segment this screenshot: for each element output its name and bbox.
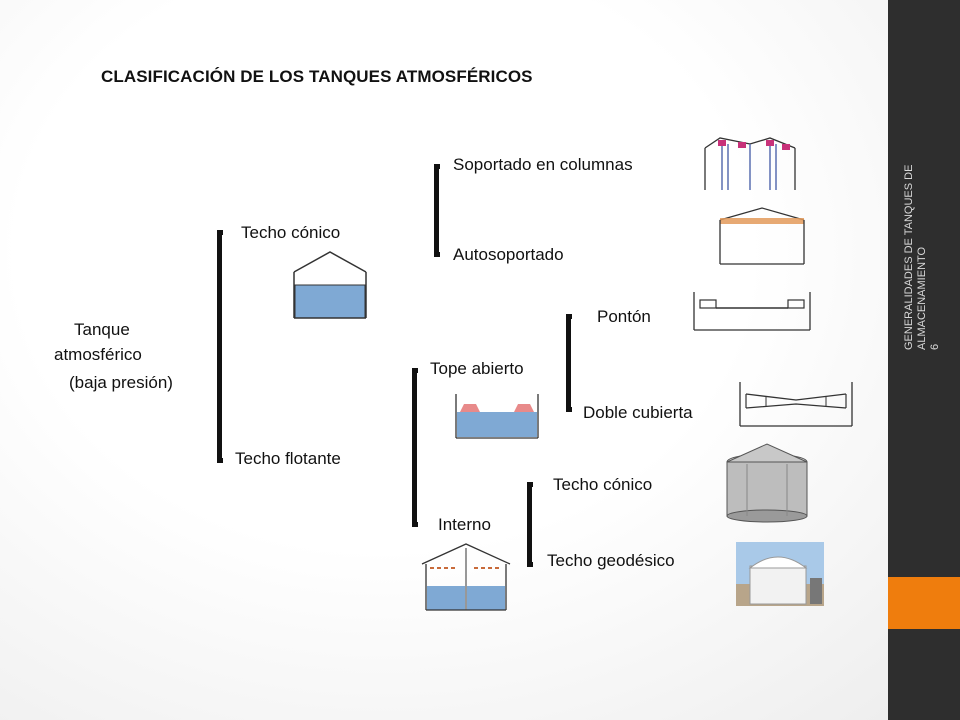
bracket-internal (527, 482, 533, 567)
bracket-floating (412, 368, 418, 527)
label-interno: Interno (438, 515, 491, 534)
column-supported-tank-image (704, 137, 796, 190)
sidebar-footer: GENERALIDADES DE TANQUES DE ALMACENAMIEN… (903, 95, 960, 455)
internal-floating-tank-image (421, 543, 511, 611)
double-deck-roof-image (739, 382, 853, 427)
bracket-conical (434, 164, 440, 257)
conical-tank-image (293, 251, 367, 319)
label-doble-cubierta: Doble cubierta (583, 403, 693, 422)
self-supported-tank-image (719, 207, 805, 265)
label-techo-geodesico: Techo geodésico (547, 551, 675, 570)
label-soportado-columnas: Soportado en columnas (453, 155, 633, 174)
label-techo-flotante: Techo flotante (235, 449, 341, 468)
root-line3: (baja presión) (69, 373, 173, 392)
pontoon-roof-image (693, 292, 811, 331)
bracket-open-top (566, 314, 572, 412)
label-techo-conico-interno: Techo cónico (553, 475, 653, 494)
label-autosoportado: Autosoportado (453, 245, 564, 264)
label-techo-conico: Techo cónico (241, 223, 341, 242)
root-line1: Tanque (74, 320, 130, 339)
sidebar-title: GENERALIDADES DE TANQUES DE ALMACENAMIEN… (903, 164, 928, 350)
open-top-tank-image (455, 394, 539, 439)
label-tope-abierto: Tope abierto (430, 359, 524, 378)
label-ponton: Pontón (597, 307, 651, 326)
sidebar-accent-block (888, 577, 960, 629)
root-line2: atmosférico (54, 345, 142, 364)
slide-title: CLASIFICACIÓN DE LOS TANQUES ATMOSFÉRICO… (101, 67, 533, 86)
geodesic-dome-image (736, 542, 824, 606)
slide-number: 6 (929, 343, 941, 350)
internal-conical-3d-image (726, 443, 808, 523)
bracket-level1 (217, 230, 223, 463)
